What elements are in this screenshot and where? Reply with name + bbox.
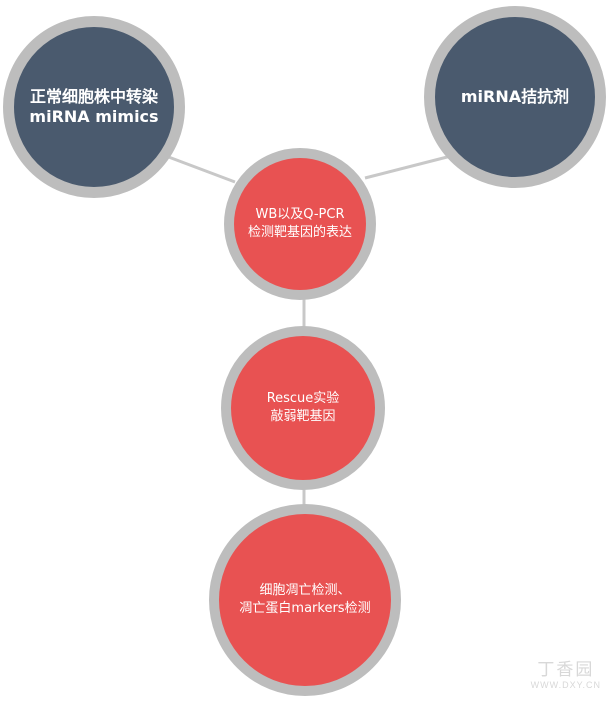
node-mirna-antagonist-line1: miRNA拮抗剂 <box>460 87 570 106</box>
node-apoptosis: 细胞凋亡检测、 凋亡蛋白markers检测 <box>209 504 401 696</box>
connector-topright-center <box>364 153 456 180</box>
node-transfect-mimics: 正常细胞株中转染 miRNA mimics <box>3 16 185 198</box>
watermark-brand: 丁香园 <box>537 660 595 679</box>
node-transfect-mimics-line2: miRNA mimics <box>29 107 159 126</box>
node-rescue-line1: Rescue实验 <box>266 391 340 406</box>
node-mirna-antagonist: miRNA拮抗剂 <box>424 6 606 188</box>
node-rescue: Rescue实验 敲弱靶基因 <box>221 326 385 490</box>
node-apoptosis-line1: 细胞凋亡检测、 <box>259 583 351 598</box>
node-apoptosis-line2: 凋亡蛋白markers检测 <box>239 601 371 616</box>
node-wb-qpcr-line1: WB以及Q-PCR <box>255 207 345 222</box>
node-wb-qpcr: WB以及Q-PCR 检测靶基因的表达 <box>224 148 376 300</box>
node-transfect-mimics-line1: 正常细胞株中转染 <box>29 87 158 106</box>
node-wb-qpcr-line2: 检测靶基因的表达 <box>247 225 352 240</box>
watermark-url: WWW.DXY.CN <box>530 680 601 690</box>
watermark: 丁香园 WWW.DXY.CN <box>531 655 601 690</box>
node-rescue-line2: 敲弱靶基因 <box>270 409 336 424</box>
